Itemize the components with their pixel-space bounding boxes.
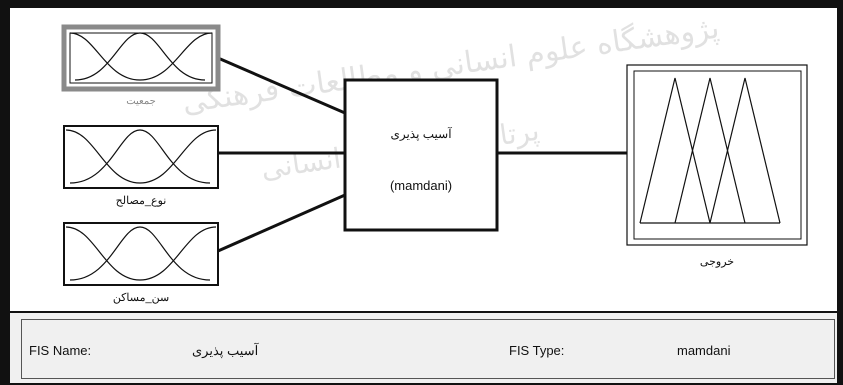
output-variable[interactable] xyxy=(626,64,808,246)
fis-system-block[interactable] xyxy=(343,78,499,232)
input-variable-2[interactable] xyxy=(63,125,219,189)
triangular-mf-icon xyxy=(639,77,781,224)
input-variable-3[interactable] xyxy=(63,222,219,286)
window-frame-top xyxy=(0,0,843,8)
input-variable-1[interactable] xyxy=(61,24,221,92)
fis-type-value[interactable]: mamdani xyxy=(677,343,731,358)
fis-name-label: FIS Name: xyxy=(29,343,92,358)
fis-diagram xyxy=(61,24,808,286)
window-frame-bottom xyxy=(0,381,843,385)
output-box[interactable] xyxy=(626,64,808,246)
fis-info-panel: FIS Name: آسیب پذیری FIS Type: mamdani xyxy=(21,319,835,379)
output-label: خروجی xyxy=(699,256,735,268)
fis-type-label: FIS Type: xyxy=(509,343,565,358)
membership-function-icon xyxy=(65,129,217,184)
input-2-label: نوع_مصالح xyxy=(115,195,167,207)
fis-diagram-canvas: پژوهشگاه علوم انسانی و مطالعات فرهنگی پر… xyxy=(10,8,837,311)
input-3-label: سن_مساکن xyxy=(112,292,170,304)
fis-system-name: آسیب پذیری xyxy=(390,127,452,141)
window-frame-right xyxy=(837,0,843,385)
fis-name-value[interactable]: آسیب پذیری xyxy=(192,343,259,358)
input-1-label: جمعیت xyxy=(126,96,156,107)
fis-info-bar: FIS Name: آسیب پذیری FIS Type: mamdani xyxy=(10,311,837,383)
connector-input-3 xyxy=(217,193,346,253)
fis-system-type: (mamdani) xyxy=(389,178,453,193)
input-1-box[interactable] xyxy=(61,24,221,92)
connector-input-1 xyxy=(217,56,346,115)
membership-function-icon xyxy=(65,226,217,281)
window-frame-left xyxy=(0,0,10,385)
membership-function-icon xyxy=(69,32,213,81)
